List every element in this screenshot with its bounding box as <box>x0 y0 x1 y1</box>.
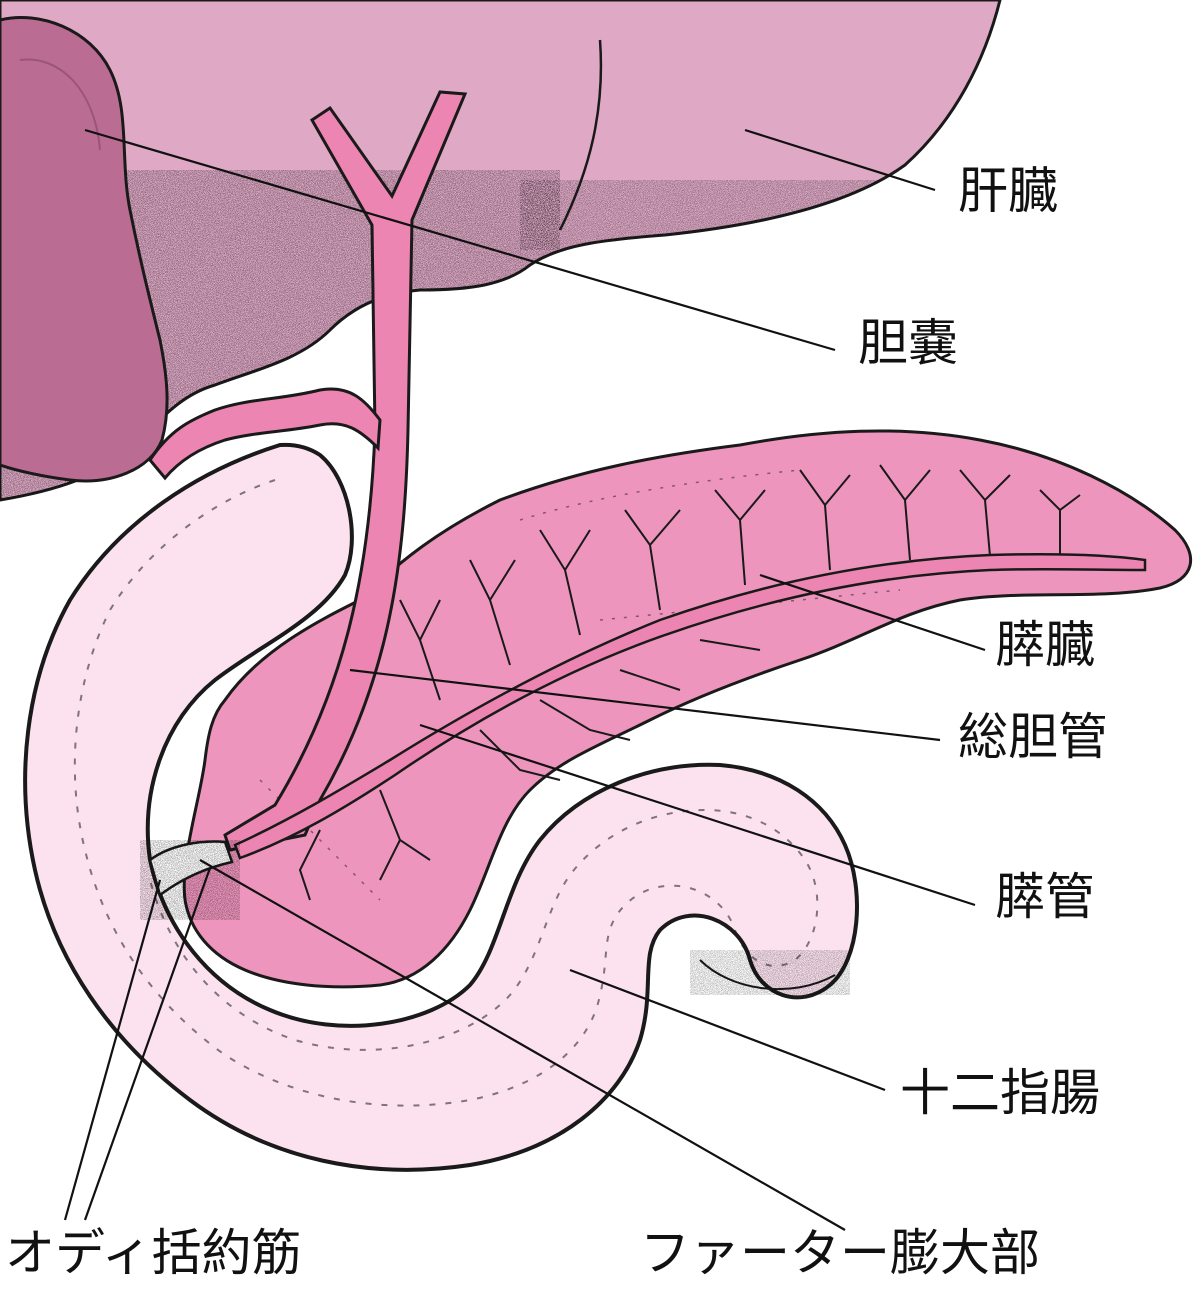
label-common-bile-duct: 総胆管 <box>958 708 1108 766</box>
gallbladder <box>0 15 169 483</box>
leader-liver <box>744 128 936 192</box>
leader-ampulla <box>199 859 846 1231</box>
leader-duodenum <box>569 968 886 1092</box>
label-sphincter-of-oddi: オディ括約筋 <box>5 1224 302 1282</box>
leader-pancreas <box>759 573 986 652</box>
leader-common-bile-duct <box>349 668 941 742</box>
leader-pancreatic-duct <box>419 723 976 907</box>
leader-gallbladder <box>84 128 836 352</box>
leader-sphincter-2 <box>83 867 212 1221</box>
ampulla-region <box>140 840 240 920</box>
label-pancreas: 膵臓 <box>995 616 1095 674</box>
label-liver: 肝臓 <box>958 162 1058 220</box>
label-duodenum: 十二指腸 <box>900 1064 1100 1122</box>
duodenum <box>23 442 859 1172</box>
biliary-ducts <box>148 90 1147 901</box>
label-gallbladder: 胆嚢 <box>858 314 958 372</box>
label-ampulla-of-vater: ファーター膨大部 <box>640 1224 1040 1282</box>
label-pancreatic-duct: 膵管 <box>995 868 1095 926</box>
leader-lines <box>63 128 986 1231</box>
leader-sphincter-1 <box>63 879 162 1221</box>
